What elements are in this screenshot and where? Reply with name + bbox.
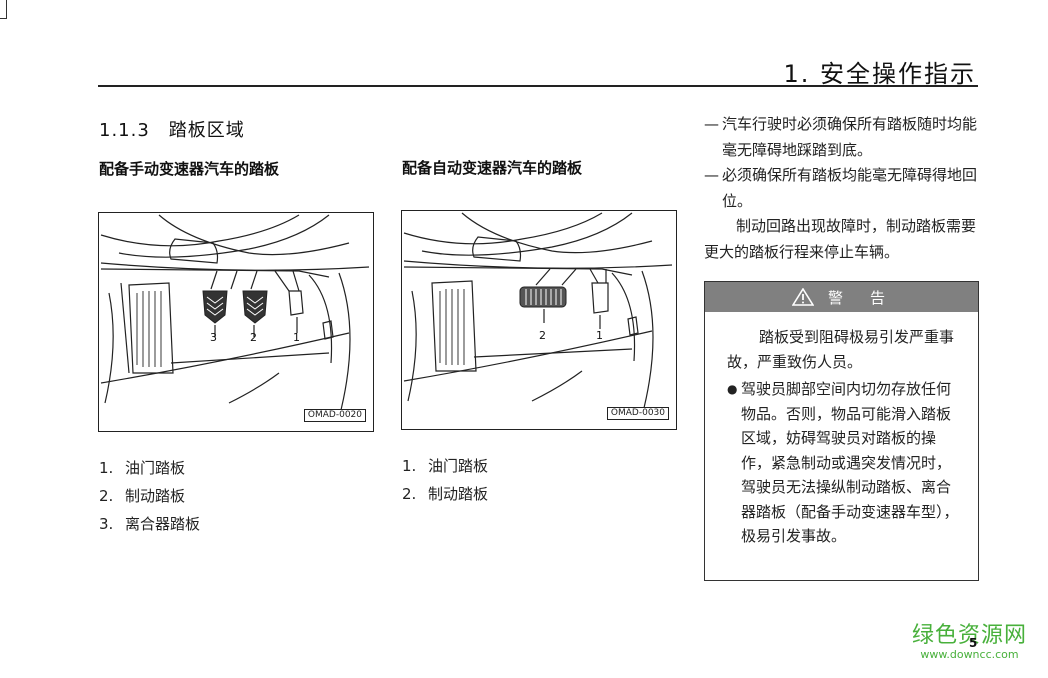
manual-figure-code: OMAD-0020 [303,409,366,422]
chapter-title: 1. 安全操作指示 [783,60,976,88]
header-rule [98,85,978,87]
pedal-label-1: 1 [596,329,603,342]
list-item: 1. 油门踏板 [99,459,186,477]
automatic-pedals-figure: 2 1 OMAD-0030 [401,210,677,430]
watermark: 绿色资源网 www.downcc.com [912,623,1027,661]
manual-pedals-figure: 3 2 1 OMAD-0020 [98,212,374,432]
manual-pedals-illustration [100,214,370,419]
manual-pedals-subtitle: 配备手动变速器汽车的踏板 [99,160,280,178]
automatic-pedals-subtitle: 配备自动变速器汽车的踏板 [402,159,583,177]
brake-failure-paragraph: 制动回路出现故障时，制动踏板需要更大的踏板行程来停止车辆。 [704,217,977,261]
bullet-dot-icon: ● [727,382,738,396]
pedal-label-3: 3 [210,331,217,344]
page-corner-mark [0,0,7,19]
warning-title: 警 告 [827,288,891,307]
warning-triangle-icon [791,288,814,306]
automatic-pedals-illustration [403,212,673,417]
automatic-figure-code: OMAD-0030 [606,407,669,420]
safety-note-item: — 汽车行驶时必须确保所有踏板随时均能毫无障碍地踩踏到底。 [704,115,978,159]
safety-notes: — 汽车行驶时必须确保所有踏板随时均能毫无障碍地踩踏到底。 — 必须确保所有踏板… [704,112,980,265]
manual-pedals-list: 1. 油门踏板 2. 制动踏板 3. 离合器踏板 [99,454,200,538]
list-item: 2. 制动踏板 [99,487,186,505]
list-item: 3. 离合器踏板 [99,515,201,533]
section-title: 1.1.3 踏板区域 [99,120,245,141]
warning-header: 警 告 [705,282,978,312]
automatic-pedals-list: 1. 油门踏板 2. 制动踏板 [402,452,488,508]
pedal-label-1: 1 [293,331,300,344]
warning-box: 警 告 踏板受到阻碍极易引发严重事故，严重致伤人员。 ● 驾驶员脚部空间内切勿存… [704,281,979,581]
pedal-label-2: 2 [250,331,257,344]
list-item: 2. 制动踏板 [402,485,489,503]
warning-intro: 踏板受到阻碍极易引发严重事故，严重致伤人员。 [727,328,955,371]
warning-bullet-item: ● 驾驶员脚部空间内切勿存放任何物品。否则，物品可能滑入踏板区域，妨碍驾驶员对踏… [727,377,963,549]
watermark-logo: 绿色资源网 [912,623,1028,648]
page-number: 5 [969,636,978,650]
list-item: 1. 油门踏板 [402,457,489,475]
watermark-url: www.downcc.com [920,648,1019,661]
pedal-label-2: 2 [539,329,546,342]
safety-note-item: — 必须确保所有踏板均能毫无障碍得地回位。 [704,166,978,210]
warning-body: 踏板受到阻碍极易引发严重事故，严重致伤人员。 ● 驾驶员脚部空间内切勿存放任何物… [705,312,978,549]
